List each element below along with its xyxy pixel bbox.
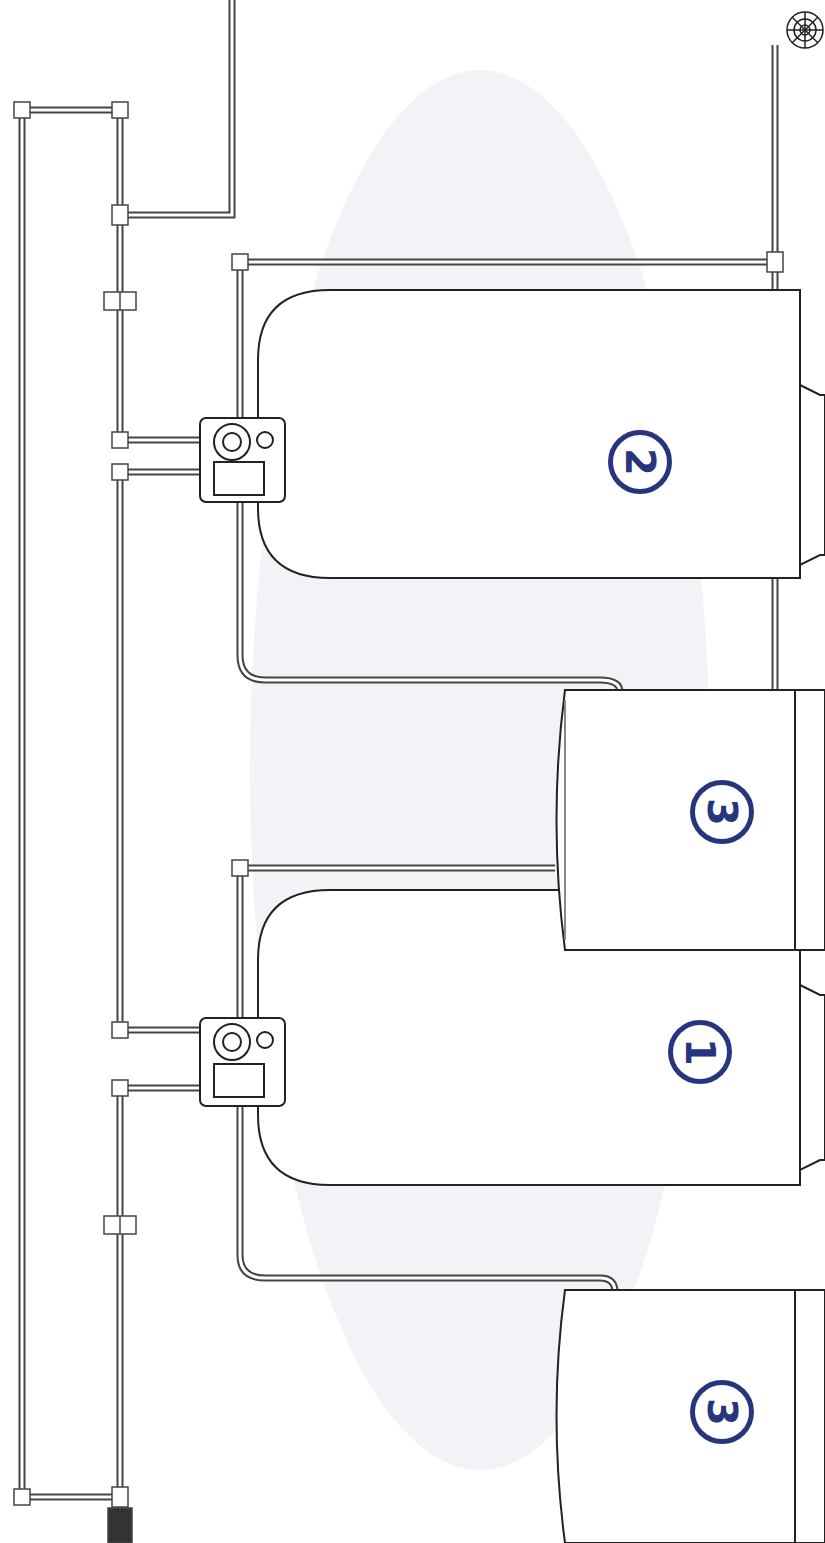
callout-circle: 3 [690,780,754,844]
callout-circle: 3 [690,1380,754,1444]
callout-number: 1 [680,1038,720,1066]
callout-circle: 2 [608,430,672,494]
callout-number: 2 [620,448,660,476]
callout-number: 3 [702,798,742,826]
callout-circle: 1 [668,1020,732,1084]
callout-number: 3 [702,1398,742,1426]
